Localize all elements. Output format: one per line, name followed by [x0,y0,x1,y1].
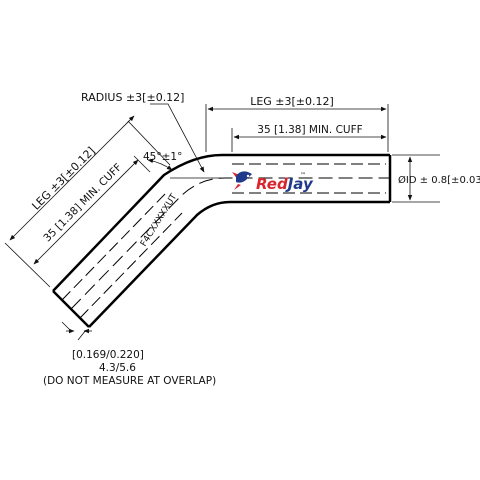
cuff-top-label: 35 [1.38] MIN. CUFF [257,124,362,136]
hose-centerline [70,177,390,310]
cuff-left-dim-line [33,159,139,265]
leg-left-ext-bottom [4,242,51,288]
cuff-line-left-bottom [79,212,183,319]
id-label: ØID ± 0.8[±0.03] [398,174,480,186]
wall-ext-2 [77,329,87,341]
logo-red-text: Red [256,175,288,193]
leg-left-ext-top [127,120,171,166]
leg-top-label: LEG ±3[±0.12] [250,95,334,108]
hose-inner-wall [88,200,390,328]
angle-arc [147,158,173,171]
cuff-left-ext-top [133,155,151,173]
logo-wordmark: RedJay [256,175,314,193]
wall-ext-1 [61,321,73,333]
bird-logo-icon [232,171,252,190]
wall-note-label: (DO NOT MEASURE AT OVERLAP) [43,375,216,387]
logo-tm: ™ [300,172,306,179]
wall-in-label: [0.169/0.220] [72,349,144,361]
cuff-left-label: 35 [1.38] MIN. CUFF [41,161,124,244]
wall-mm-label: 4.3/5.6 [99,362,136,374]
radius-leader [150,103,205,173]
hose-outer-wall [52,153,390,292]
radius-label: RADIUS ±3[±0.12] [81,91,184,104]
logo-blue-text: Jay [285,175,314,193]
